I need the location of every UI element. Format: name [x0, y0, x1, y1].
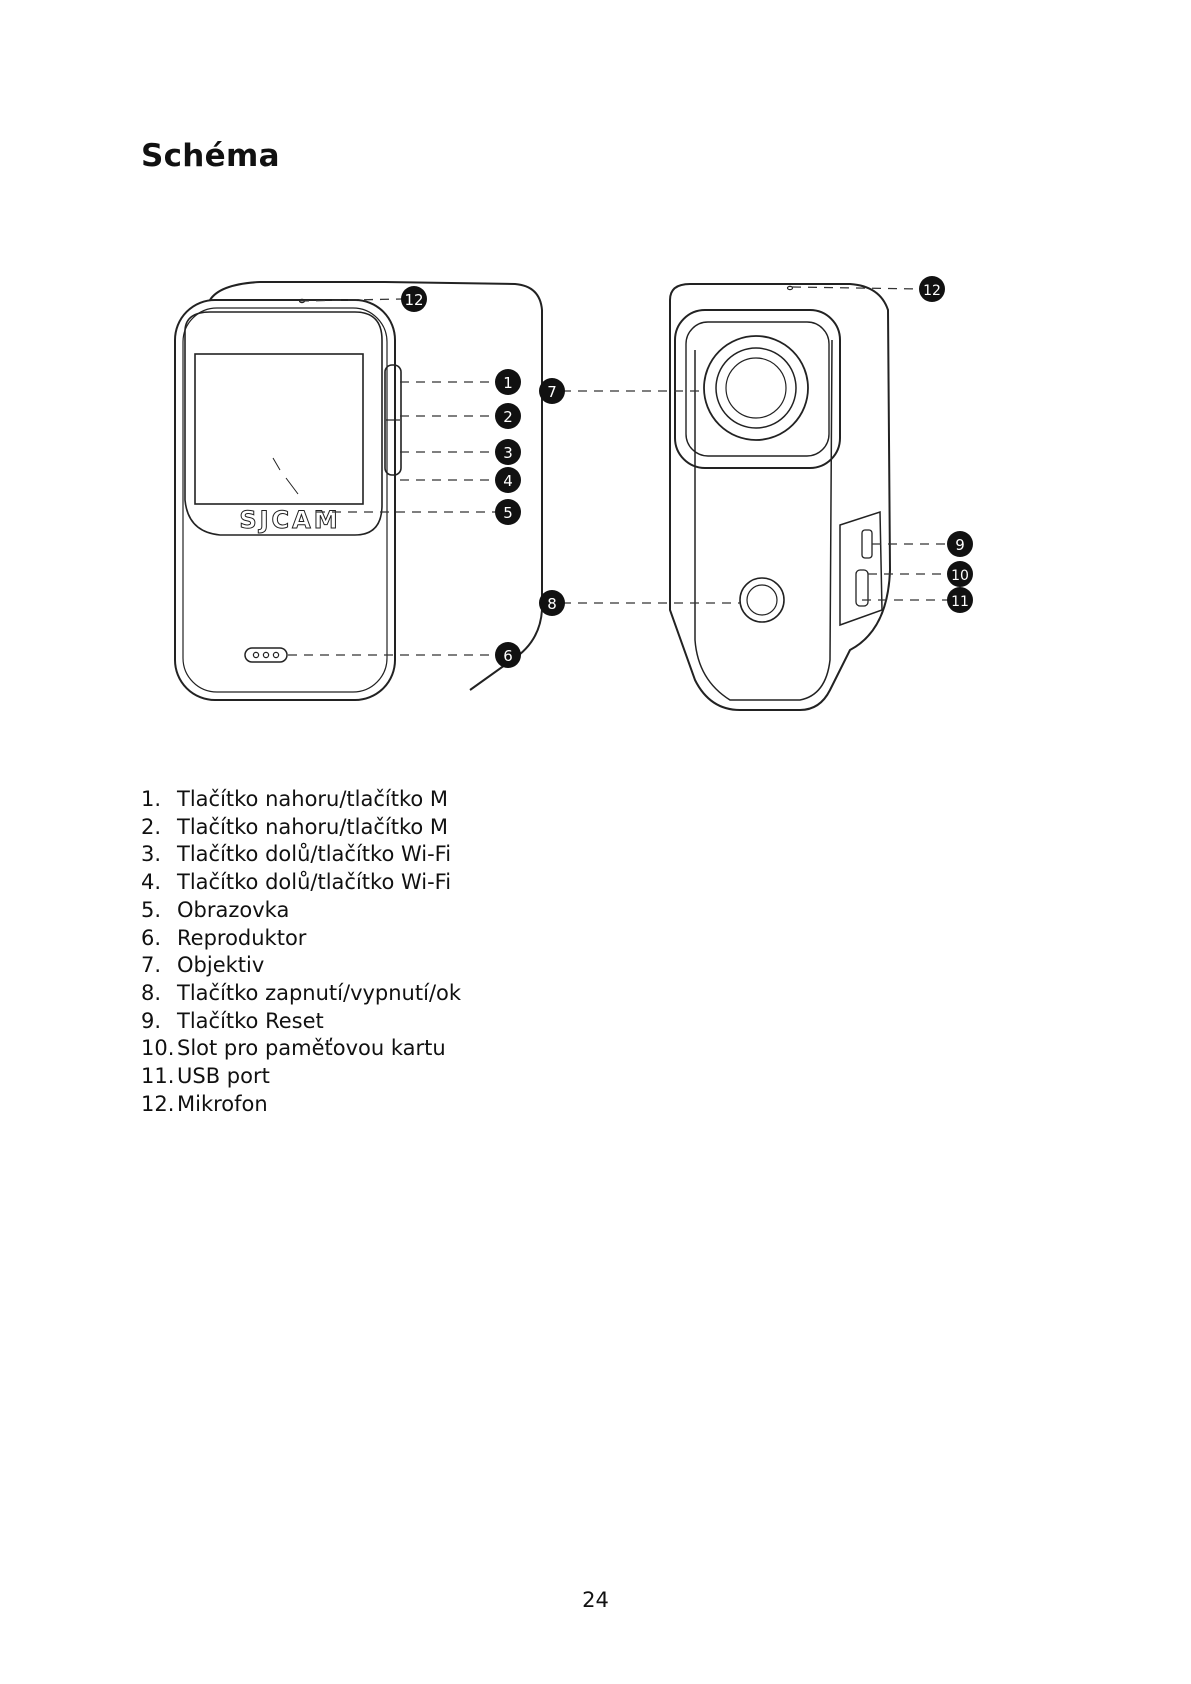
parts-list: 1.Tlačítko nahoru/tlačítko M 2.Tlačítko …: [141, 786, 461, 1118]
list-item: 7.Objektiv: [141, 953, 265, 978]
list-item: 4.Tlačítko dolů/tlačítko Wi-Fi: [141, 870, 452, 895]
callout-6: 6: [495, 642, 521, 668]
list-item: 6.Reproduktor: [141, 925, 307, 950]
callout-9: 9: [947, 531, 973, 557]
camera-back-view: [669, 283, 892, 711]
svg-text:8: 8: [547, 595, 557, 613]
svg-text:3: 3: [503, 444, 513, 462]
callout-4: 4: [495, 467, 521, 493]
svg-text:9: 9: [955, 536, 965, 554]
list-item: 1.Tlačítko nahoru/tlačítko M: [141, 787, 449, 811]
page-number: 24: [582, 1588, 609, 1612]
callout-11: 11: [947, 587, 973, 613]
svg-text:12: 12: [404, 291, 423, 309]
callout-1: 1: [495, 369, 521, 395]
svg-text:6: 6: [503, 647, 513, 665]
brand-logo: SJCAM: [239, 506, 340, 534]
callout-12-front: 12: [401, 286, 427, 312]
camera-diagram: SJCAM: [150, 270, 1050, 730]
callout-3: 3: [495, 439, 521, 465]
list-item: 11.USB port: [141, 1064, 270, 1089]
callout-12-back: 12: [919, 276, 945, 302]
svg-text:12: 12: [923, 283, 941, 299]
camera-front-view: [174, 281, 543, 701]
list-item: 9.Tlačítko Reset: [141, 1008, 324, 1033]
callout-2: 2: [495, 403, 521, 429]
list-item: 2.Tlačítko nahoru/tlačítko M: [141, 814, 449, 839]
callout-8: 8: [539, 590, 565, 616]
callout-10: 10: [947, 561, 973, 587]
svg-text:2: 2: [503, 408, 513, 426]
list-item: 10.Slot pro paměťovou kartu: [141, 1036, 446, 1061]
list-item: 8.Tlačítko zapnutí/vypnutí/ok: [141, 980, 462, 1005]
leader-lines: [288, 286, 948, 656]
svg-text:1: 1: [503, 374, 513, 392]
svg-text:11: 11: [951, 594, 969, 610]
list-item: 5.Obrazovka: [141, 897, 290, 922]
svg-text:4: 4: [503, 472, 513, 490]
page-title: Schéma: [141, 138, 280, 174]
list-item: 12.Mikrofon: [141, 1091, 268, 1116]
svg-text:10: 10: [951, 568, 969, 584]
callout-5: 5: [495, 499, 521, 525]
list-item: 3.Tlačítko dolů/tlačítko Wi-Fi: [141, 842, 452, 867]
callout-7: 7: [539, 378, 565, 404]
svg-text:5: 5: [503, 504, 513, 522]
svg-text:7: 7: [547, 383, 557, 401]
